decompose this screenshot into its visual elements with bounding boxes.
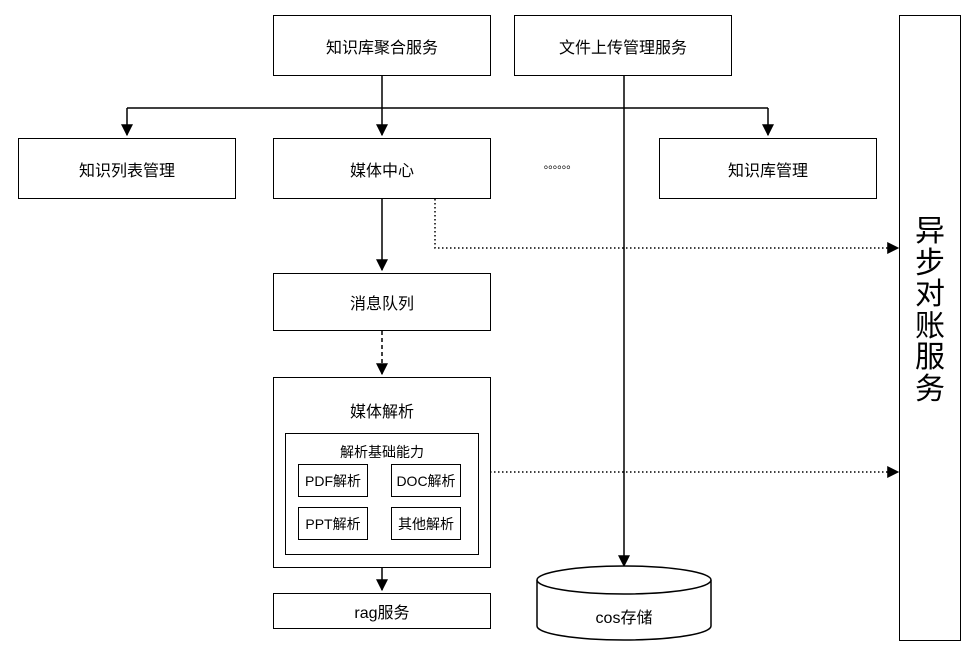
media-center-box[interactable]: 媒体中心: [273, 138, 491, 199]
pdf-parse-label: PDF解析: [305, 472, 361, 489]
other-parse-box[interactable]: 其他解析: [391, 507, 461, 540]
reconcile-char-5: 服: [915, 341, 945, 374]
message-queue-box[interactable]: 消息队列: [273, 273, 491, 331]
doc-parse-box[interactable]: DOC解析: [391, 464, 461, 497]
ppt-parse-label: PPT解析: [305, 515, 361, 532]
message-queue-label: 消息队列: [349, 296, 414, 313]
kb-list-manage-label: 知识列表管理: [78, 162, 175, 180]
rag-service-box[interactable]: rag服务: [273, 593, 491, 629]
arrow-media-to-reconcile: [434, 199, 900, 254]
ppt-parse-box[interactable]: PPT解析: [298, 507, 368, 540]
reconcile-char-1: 异: [915, 215, 945, 248]
reconcile-service-box[interactable]: [899, 15, 961, 641]
file-upload-service-box[interactable]: 文件上传管理服务: [514, 15, 732, 76]
kb-manage-box[interactable]: 知识库管理: [659, 138, 877, 199]
reconcile-char-4: 账: [915, 309, 945, 343]
other-parse-label: 其他解析: [398, 515, 454, 532]
ellipsis-label: 。。。。。。: [543, 159, 578, 171]
pdf-parse-box[interactable]: PDF解析: [298, 464, 368, 497]
cos-storage-cylinder: [536, 565, 712, 641]
media-parse-label: 媒体解析: [349, 404, 414, 421]
reconcile-char-3: 对: [915, 278, 945, 311]
kb-aggregate-service-label: 知识库聚合服务: [325, 39, 438, 57]
parse-base-label: 解析基础能力: [340, 444, 424, 460]
reconcile-char-6: 务: [915, 372, 945, 406]
reconcile-service-label: 异 步 对 账 服 务: [899, 216, 961, 405]
reconcile-char-2: 步: [915, 246, 945, 280]
rag-service-label: rag服务: [354, 605, 410, 622]
kb-aggregate-service-box[interactable]: 知识库聚合服务: [273, 15, 491, 76]
kb-list-manage-box[interactable]: 知识列表管理: [18, 138, 236, 199]
kb-manage-label: 知识库管理: [727, 162, 808, 180]
media-center-label: 媒体中心: [349, 162, 414, 180]
doc-parse-label: DOC解析: [396, 472, 456, 489]
file-upload-service-label: 文件上传管理服务: [558, 39, 687, 57]
cos-storage-label: cos存储: [595, 610, 653, 627]
